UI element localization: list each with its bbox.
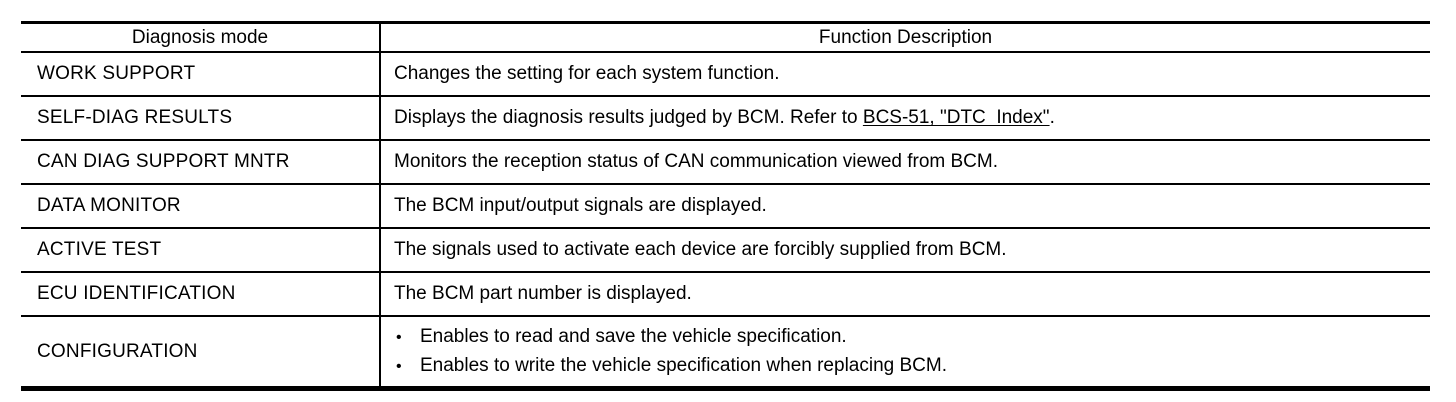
table-row-self-diag-results: SELF-DIAG RESULTS Displays the diagnosis… [21,96,1430,140]
diagnosis-mode-cell: ECU IDENTIFICATION [21,272,381,316]
function-description-cell: The BCM part number is displayed. [394,283,692,304]
bullet-icon: • [396,328,402,346]
function-description-cell: Displays the diagnosis results judged by… [380,96,1430,140]
description-text: Displays the diagnosis results judged by… [394,107,863,128]
column-header-function-description: Function Description [818,26,993,48]
bullet-text: Enables to read and save the vehicle spe… [420,325,847,347]
bullet-list: • Enables to read and save the vehicle s… [394,323,1422,381]
table-row-can-diag-support-mntr: CAN DIAG SUPPORT MNTR Monitors the recep… [21,140,1430,184]
diagnosis-mode-cell: SELF-DIAG RESULTS [21,96,381,140]
table-row-configuration: CONFIGURATION • Enables to read and save… [21,316,1430,389]
column-header-diagnosis-mode: Diagnosis mode [21,22,381,52]
diagnosis-mode-cell: WORK SUPPORT [21,52,381,96]
header-row: Diagnosis mode Function Description [21,22,1430,52]
list-item: • Enables to write the vehicle specifica… [394,352,1422,381]
table-row-data-monitor: DATA MONITOR The BCM input/output signal… [21,184,1430,228]
table-row-active-test: ACTIVE TEST The signals used to activate… [21,228,1430,272]
diagnosis-mode-cell: CONFIGURATION [21,316,381,389]
bullet-icon: • [396,357,402,375]
diagnosis-mode-cell: CAN DIAG SUPPORT MNTR [21,140,381,184]
table-row-work-support: WORK SUPPORT Changes the setting for eac… [21,52,1430,96]
function-description-cell: The signals used to activate each device… [394,239,1007,260]
description-text: . [1049,107,1055,128]
function-description-cell: Changes the setting for each system func… [394,63,780,84]
diagnosis-mode-table: Diagnosis mode Function Description WORK… [21,21,1430,391]
diagnosis-mode-cell: DATA MONITOR [21,184,381,228]
table-row-ecu-identification: ECU IDENTIFICATION The BCM part number i… [21,272,1430,316]
function-description-cell: • Enables to read and save the vehicle s… [380,316,1430,389]
list-item: • Enables to read and save the vehicle s… [394,323,1422,352]
function-description-cell: Monitors the reception status of CAN com… [394,151,999,172]
function-description-cell: The BCM input/output signals are display… [394,195,767,216]
bullet-text: Enables to write the vehicle specificati… [420,354,947,376]
diagnosis-mode-cell: ACTIVE TEST [21,228,381,272]
dtc-index-link[interactable]: BCS-51, "DTC Index" [862,107,1050,128]
